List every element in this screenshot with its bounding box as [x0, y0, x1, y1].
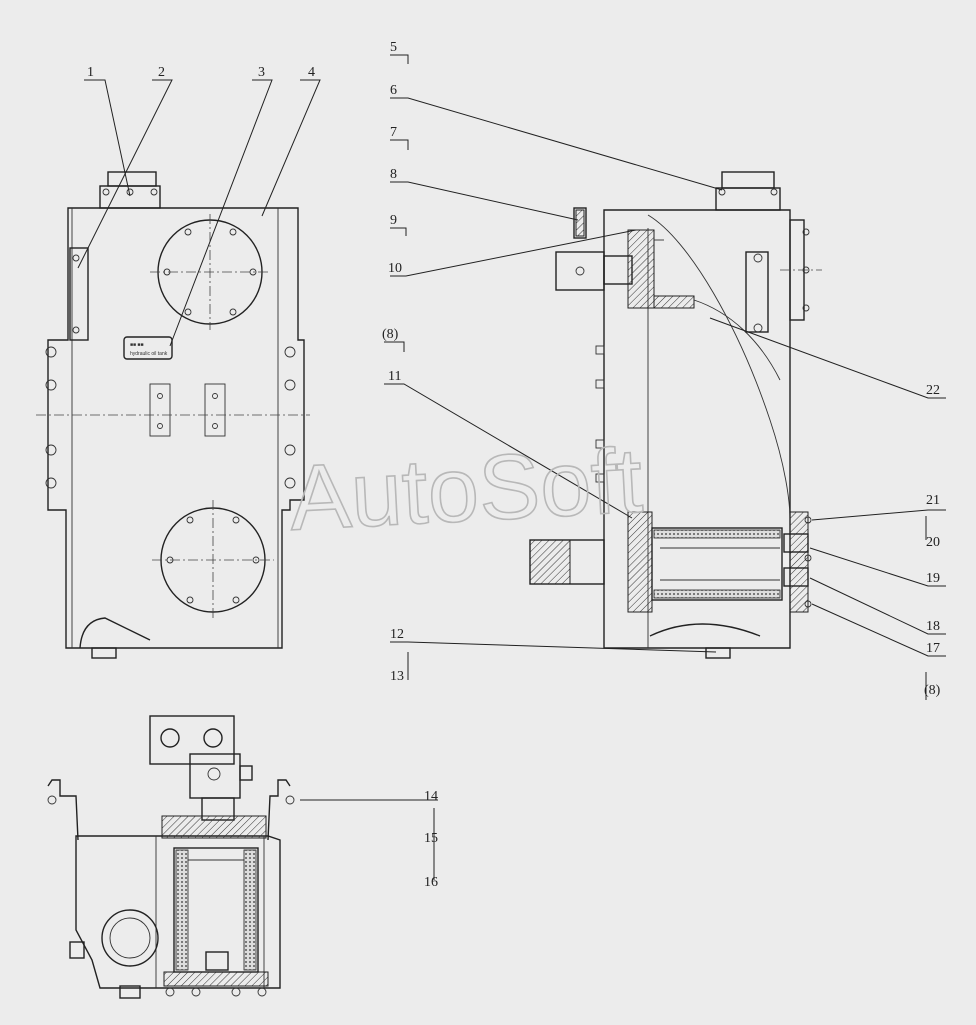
section-view: [529, 171, 822, 659]
callout-9: 9: [390, 213, 397, 228]
callout-21: 21: [926, 493, 940, 508]
callout-1: 1: [87, 65, 94, 80]
callout-6: 6: [390, 83, 397, 98]
svg-text:■■ ■■: ■■ ■■: [130, 342, 143, 348]
callout-3: 3: [258, 65, 265, 80]
callout-8: 8: [390, 167, 397, 182]
callout-2: 2: [158, 65, 165, 80]
callout-numbers: 1 2 3 4 5 6 7 8 9 10 (8) 11 22 21 20 19 …: [87, 40, 941, 890]
callout-8-ref-b: (8): [924, 683, 941, 698]
callout-5: 5: [390, 40, 397, 55]
watermark: AutoSoft: [287, 430, 645, 550]
callout-15: 15: [424, 831, 438, 846]
callout-11: 11: [388, 369, 401, 384]
callout-16: 16: [424, 875, 438, 890]
callout-4: 4: [308, 65, 315, 80]
callout-19: 19: [926, 571, 940, 586]
callout-7: 7: [390, 125, 397, 140]
end-view: [47, 715, 295, 999]
front-view: ■■ ■■ hydraulic oil tank: [36, 171, 310, 659]
callout-18: 18: [926, 619, 940, 634]
callout-8-ref-a: (8): [382, 327, 399, 342]
svg-text:hydraulic oil tank: hydraulic oil tank: [130, 351, 168, 357]
callout-20: 20: [926, 535, 940, 550]
callout-12: 12: [390, 627, 404, 642]
callout-14: 14: [424, 789, 438, 804]
callout-10: 10: [388, 261, 402, 276]
callout-13: 13: [390, 669, 404, 684]
callout-leaders: [77, 54, 946, 880]
callout-17: 17: [926, 641, 940, 656]
callout-22: 22: [926, 383, 940, 398]
